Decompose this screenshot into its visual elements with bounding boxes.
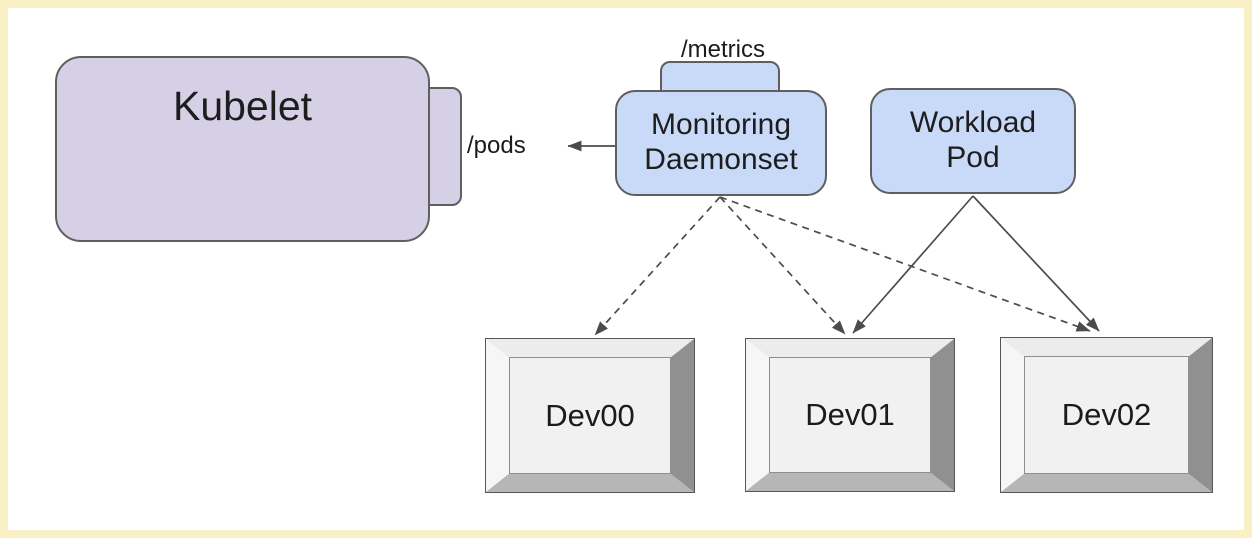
device-bevel [746,339,954,491]
edge-monitoring-to-dev00 [594,196,721,336]
device-node-dev00: Dev00 [485,338,695,493]
device-face: Dev01 [769,357,931,473]
edge-workload-to-dev02 [972,195,1100,332]
monitoring-daemonset-node: Monitoring Daemonset [615,90,827,196]
device-node-dev02: Dev02 [1000,337,1213,493]
workload-pod-label: Workload Pod [909,106,1037,174]
device-face: Dev02 [1024,356,1189,474]
device-label: Dev02 [1061,397,1152,432]
device-face: Dev00 [509,357,671,474]
metrics-endpoint-label: /metrics [681,36,765,63]
edge-workload-to-dev01 [852,195,974,334]
pods-endpoint-label: /pods [467,132,526,159]
device-bevel [486,339,694,492]
kubelet-label: Kubelet [172,83,313,129]
device-node-dev01: Dev01 [745,338,955,492]
monitoring-daemonset-label: Monitoring Daemonset [644,108,798,176]
edge-monitoring-to-dev02 [719,196,1091,332]
edge-monitoring-to-dev01 [719,196,846,335]
kubelet-node: Kubelet [55,56,430,242]
workload-pod-node: Workload Pod [870,88,1076,194]
device-label: Dev00 [545,397,635,433]
device-bevel [1001,338,1212,492]
device-label: Dev01 [805,397,895,432]
